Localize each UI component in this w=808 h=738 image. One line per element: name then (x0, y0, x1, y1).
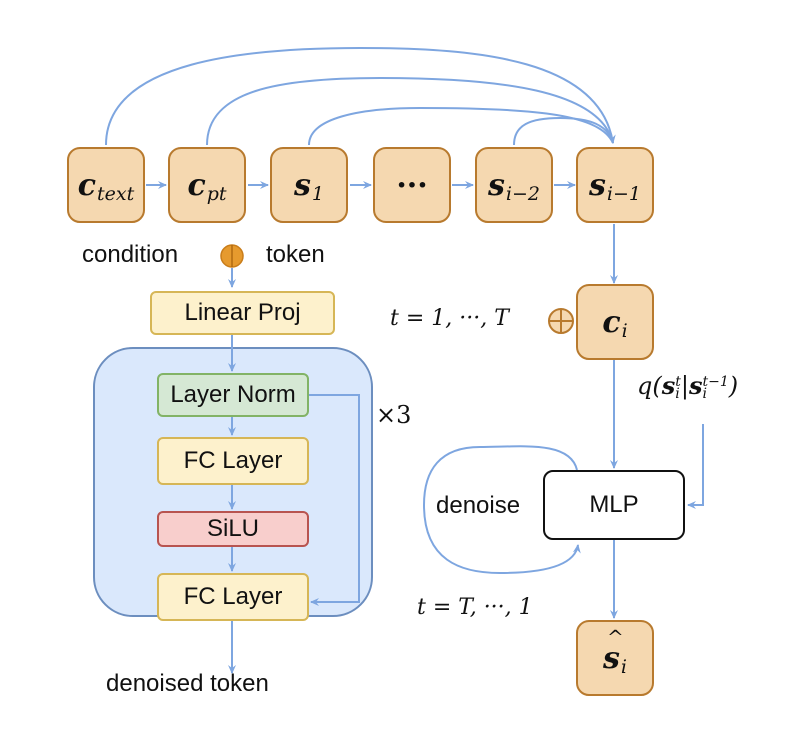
q-close: ) (728, 372, 739, 400)
mlp-block: MLP (543, 470, 685, 540)
skip-arc-s1 (308, 106, 614, 146)
token-base: c (602, 304, 621, 340)
linear-proj-block: Linear Proj (150, 291, 335, 335)
skip-arc-ctext (105, 46, 616, 146)
q-b-sup: t−1 (702, 373, 729, 390)
token-subscript: i (620, 656, 627, 678)
token-subscript: i−1 (606, 183, 641, 205)
fc-layer-1-block: FC Layer (157, 437, 309, 485)
residual-skip-arrow (309, 394, 360, 606)
forward-timesteps-label: t = 1, ···, T (390, 306, 509, 331)
token-subscript: pt (206, 183, 227, 205)
token-base: s (294, 167, 311, 203)
concat-circle-icon (220, 244, 244, 268)
noise-to-mlp-arrow (687, 424, 704, 509)
token-subscript: i (621, 320, 628, 342)
token-base: c (77, 167, 97, 203)
token-base: s (589, 167, 606, 203)
token-subscript: i−2 (505, 183, 540, 205)
token-base: s (488, 167, 505, 203)
token-s-hat-i: si (576, 620, 654, 696)
circle-plus-icon (548, 308, 574, 334)
q-bar: | (680, 372, 689, 400)
token-subscript: 1 (311, 183, 324, 205)
denoise-loop-arrow (422, 445, 581, 575)
fc-layer-2-block: FC Layer (157, 573, 309, 621)
q-a-sup: t (675, 373, 681, 390)
silu-block: SiLU (157, 511, 309, 547)
reverse-timesteps-label: t = T, ···, 1 (417, 595, 533, 620)
repeat-label: ×3 (376, 401, 412, 429)
token-base: c (187, 167, 206, 203)
condition-label: condition (82, 241, 179, 268)
denoise-label: denoise (436, 492, 521, 519)
denoised-token-label: denoised token (106, 670, 269, 697)
token-subscript: text (97, 183, 135, 205)
token-label: token (266, 241, 325, 268)
q-fn: q( (637, 372, 662, 400)
token-base: ··· (396, 167, 428, 203)
token-ellipsis: ··· (373, 147, 451, 223)
q-a-sub: i (675, 385, 680, 402)
skip-arc-cpt (206, 76, 614, 146)
skip-arc-si2 (513, 116, 614, 146)
q-b: s (688, 371, 703, 400)
token-base: s (603, 625, 624, 676)
q-b-sub: i (702, 385, 707, 402)
layer-norm-block: Layer Norm (157, 373, 309, 417)
q-a: s (661, 371, 676, 400)
